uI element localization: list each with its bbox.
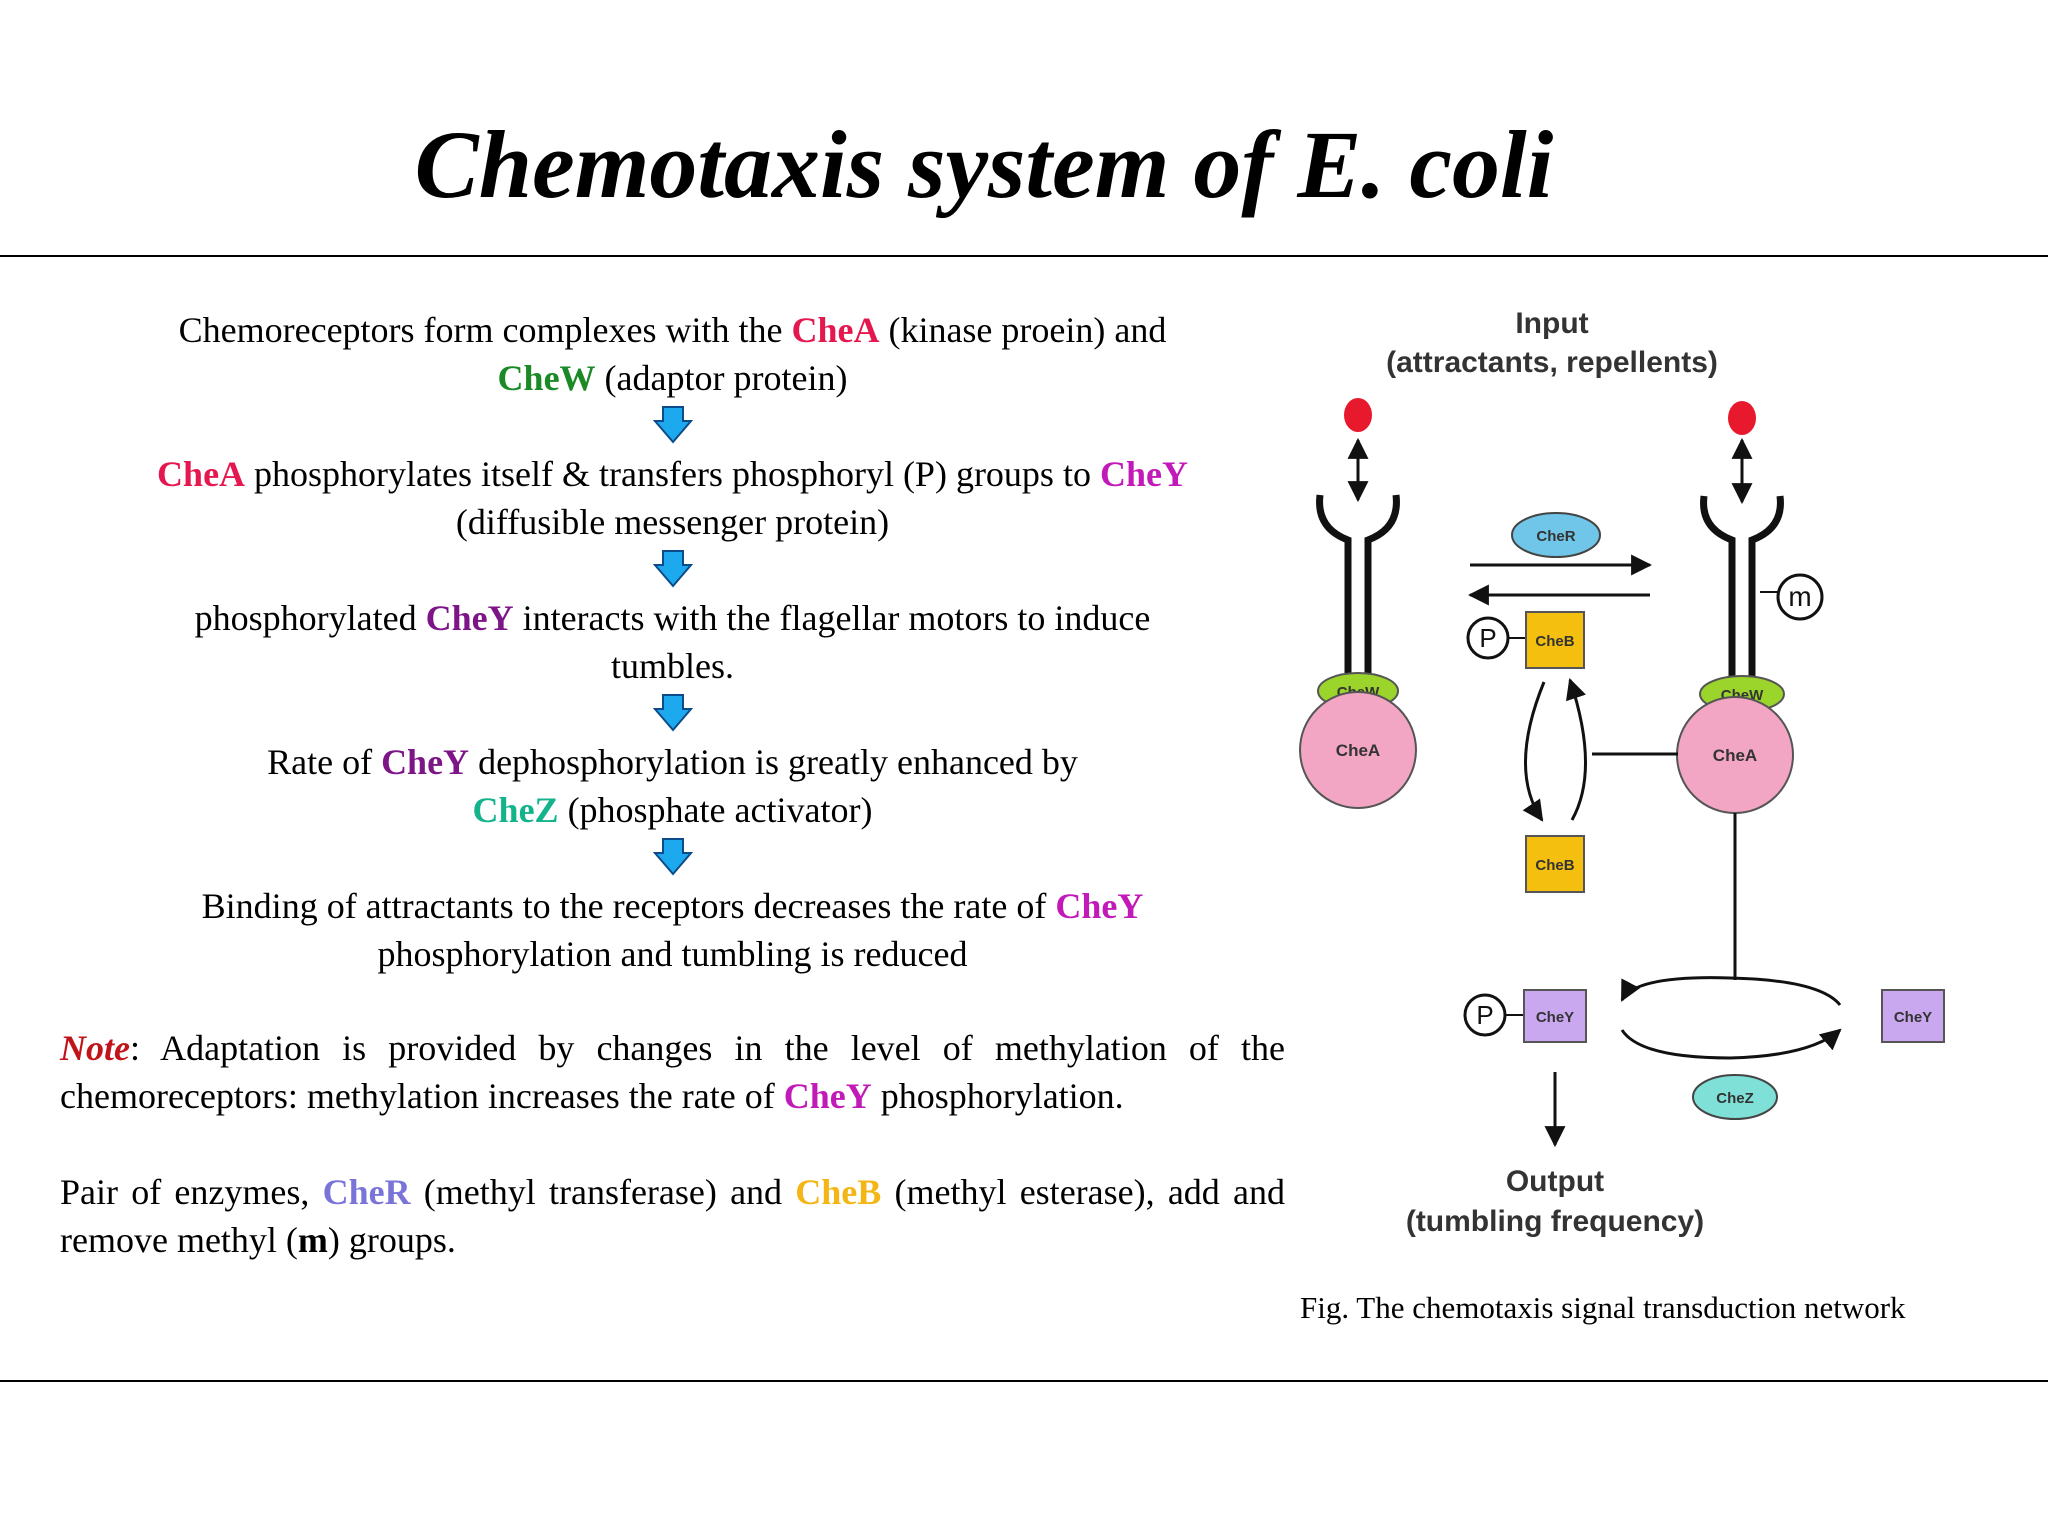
- step-4-text: Rate of: [267, 742, 382, 782]
- output-sublabel: (tumbling frequency): [1406, 1205, 1704, 1238]
- pair-text: (methyl esterase), add and remove methyl…: [60, 1172, 1285, 1260]
- note-text: : Adaptation is provided by changes in t…: [60, 1028, 1285, 1116]
- step-4-text: dephosphorylation is greatly enhanced by: [469, 742, 1078, 782]
- step-1-text: (adaptor protein): [595, 358, 848, 398]
- input-sublabel: (attractants, repellents): [1386, 346, 1718, 379]
- footer-divider: [0, 1380, 2048, 1382]
- step-3-text: interacts with the flagellar motors to i…: [513, 598, 1151, 638]
- down-arrow-icon: [652, 694, 693, 732]
- flow-text: Chemoreceptors form complexes with the C…: [60, 306, 1285, 1264]
- chey-node-label: CheY: [1536, 1009, 1574, 1026]
- chey-node-label: CheY: [1894, 1009, 1932, 1026]
- enzyme-pair-paragraph: Pair of enzymes, CheR (methyl transferas…: [60, 1168, 1285, 1264]
- cheb-node-label: CheB: [1535, 633, 1574, 650]
- title-divider: [0, 255, 2048, 257]
- pair-text: ) groups.: [327, 1220, 456, 1260]
- chea-term: CheA: [157, 454, 246, 494]
- methyl-label: m: [1788, 581, 1811, 612]
- chey-term: CheY: [425, 598, 514, 638]
- chea-term: CheA: [791, 310, 880, 350]
- cher-node-label: CheR: [1536, 528, 1575, 545]
- phosphate-label: P: [1476, 1000, 1493, 1030]
- phosphate-label: P: [1479, 623, 1496, 653]
- pair-text: Pair of enzymes,: [60, 1172, 323, 1212]
- methyl-group: [1776, 573, 1824, 621]
- step-1: Chemoreceptors form complexes with the C…: [60, 306, 1285, 402]
- step-5-text: Binding of attractants to the receptors …: [201, 886, 1056, 926]
- chez-term: CheZ: [472, 790, 559, 830]
- step-3-text: tumbles.: [611, 646, 734, 686]
- flow-arrow: [60, 690, 1285, 738]
- chey-term: CheY: [1099, 454, 1188, 494]
- step-4: Rate of CheY dephosphorylation is greatl…: [60, 738, 1285, 834]
- cheb-term: CheB: [795, 1172, 882, 1212]
- step-2-text: phosphorylates itself & transfers phosph…: [245, 454, 1100, 494]
- input-label: Input: [1515, 307, 1588, 340]
- ligand-dot: [1344, 398, 1372, 432]
- flow-arrow: [60, 834, 1285, 882]
- step-3-text: phosphorylated: [194, 598, 426, 638]
- cher-node: [1511, 512, 1601, 558]
- chew-term: CheW: [497, 358, 596, 398]
- note-text: phosphorylation.: [871, 1076, 1124, 1116]
- slide-title: Chemotaxis system of E. coli: [414, 111, 1554, 218]
- chey-node: [1881, 989, 1945, 1043]
- step-2-text: (diffusible messenger protein): [455, 502, 890, 542]
- step-5-text: phosphorylation and tumbling is reduced: [377, 934, 968, 974]
- figure-caption: Fig. The chemotaxis signal transduction …: [1300, 1290, 1906, 1325]
- note-paragraph: Note: Adaptation is provided by changes …: [60, 1024, 1285, 1120]
- cheb-node: [1525, 835, 1585, 893]
- pair-text: (methyl transferase) and: [410, 1172, 796, 1212]
- flow-arrow: [60, 402, 1285, 450]
- note-label: Note: [60, 1028, 130, 1068]
- chea-node: [1299, 691, 1417, 809]
- output-label: Output: [1506, 1165, 1604, 1198]
- down-arrow-icon: [652, 838, 693, 876]
- methyl-m-term: m: [297, 1220, 328, 1260]
- step-3: phosphorylated CheY interacts with the f…: [60, 594, 1285, 690]
- step-2: CheA phosphorylates itself & transfers p…: [60, 450, 1285, 546]
- chea-node-label: CheA: [1713, 746, 1757, 765]
- ligand-dot: [1728, 401, 1756, 435]
- step-4-text: (phosphate activator): [558, 790, 873, 830]
- step-5: Binding of attractants to the receptors …: [60, 882, 1285, 978]
- chey-term: CheY: [783, 1076, 872, 1116]
- chemotaxis-network-diagram: Input (attractants, repellents) CheW Che…: [1299, 307, 1945, 1238]
- down-arrow-icon: [652, 406, 693, 444]
- down-arrow-icon: [652, 550, 693, 588]
- chez-node: [1692, 1074, 1778, 1120]
- cheb-node-label: CheB: [1535, 857, 1574, 874]
- right-receptor: m CheW CheA: [1676, 401, 1824, 814]
- left-receptor: CheW CheA: [1299, 398, 1417, 809]
- cheb-p-node: [1525, 611, 1585, 669]
- chey-term: CheY: [1055, 886, 1144, 926]
- chez-node-label: CheZ: [1716, 1090, 1754, 1107]
- chea-node-label: CheA: [1336, 741, 1380, 760]
- chey-p-node: [1523, 989, 1587, 1043]
- cher-term: CheR: [322, 1172, 411, 1212]
- flow-arrow: [60, 546, 1285, 594]
- step-1-text: Chemoreceptors form complexes with the: [178, 310, 792, 350]
- step-1-text: (kinase proein) and: [879, 310, 1167, 350]
- chey-term: CheY: [381, 742, 470, 782]
